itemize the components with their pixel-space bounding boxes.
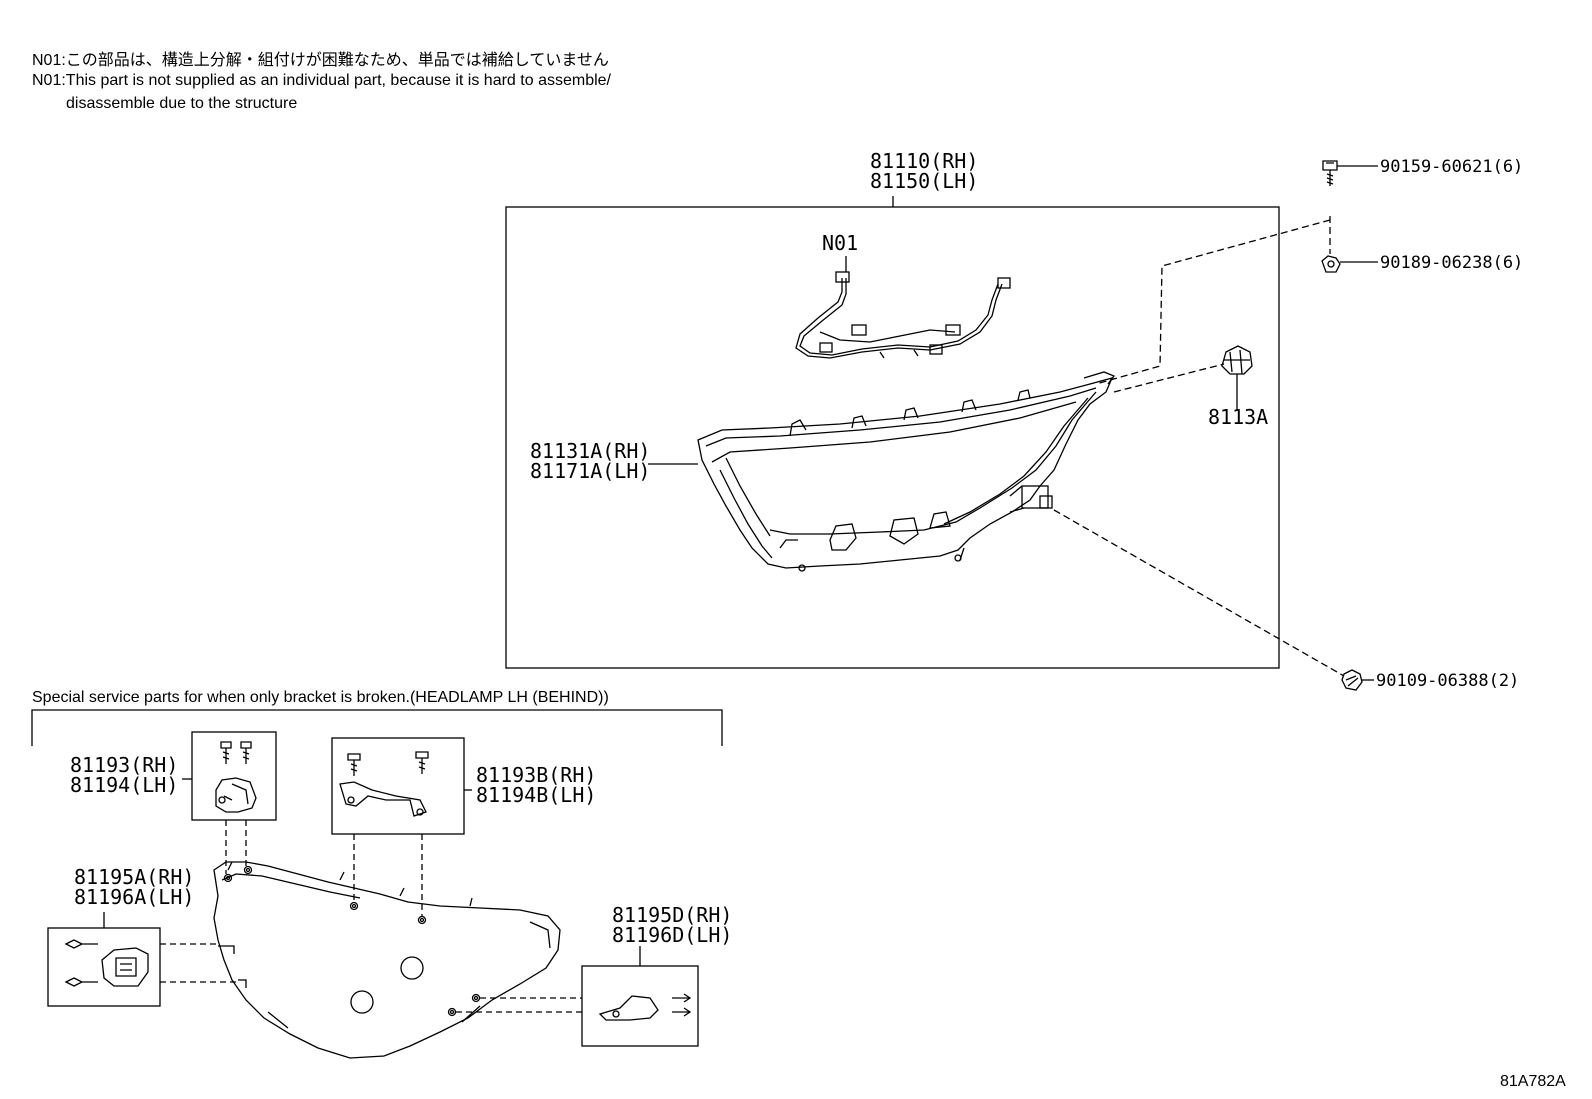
screw-label: 90109-06388(2) [1376, 671, 1519, 691]
bolt-drawing [1322, 160, 1378, 186]
harness-label: N01 [822, 231, 858, 255]
special-service-title: Special service parts for when only brac… [32, 689, 609, 706]
wire-harness-drawing [795, 271, 1011, 359]
bracket-4-rh: 81195D(RH) [612, 903, 732, 927]
assembly-label-lh: 81150(LH) [870, 169, 978, 193]
bracket-4-box [581, 965, 699, 1047]
headlamp-housing-drawing [697, 371, 1116, 572]
bracket-1-lh: 81194(LH) [70, 773, 178, 797]
diagram-id: 81A782A [1500, 1073, 1566, 1090]
bracket-2-box [331, 737, 465, 835]
bracket-3-lh: 81196A(LH) [74, 885, 194, 909]
nut-drawing [1321, 255, 1378, 273]
bracket-3-box [47, 927, 161, 1007]
housing-label-lh: 81171A(LH) [530, 459, 650, 483]
assembly-label-rh: 81110(RH) [870, 149, 978, 173]
bolt-label: 90159-60621(6) [1380, 157, 1523, 177]
bracket-2-rh: 81193B(RH) [476, 763, 596, 787]
bracket-1-rh: 81193(RH) [70, 753, 178, 777]
screw-drawing [1341, 669, 1374, 691]
bracket-4-lh: 81196D(LH) [612, 923, 732, 947]
leader-lines [1053, 216, 1345, 677]
socket-drawing [1221, 345, 1253, 410]
note-jp: N01:この部品は、構造上分解・組付けが困難なため、単品では補給していません [32, 52, 609, 69]
socket-label: 8113A [1208, 405, 1268, 429]
bracket-2-lh: 81194B(LH) [476, 783, 596, 807]
note-en-line2: disassemble due to the structure [66, 95, 298, 112]
bracket-3-rh: 81195A(RH) [74, 865, 194, 889]
note-en-line1: N01:This part is not supplied as an indi… [32, 72, 611, 89]
assembly-frame [505, 206, 1280, 669]
bracket-1-box [191, 731, 277, 821]
nut-label: 90189-06238(6) [1380, 253, 1523, 273]
housing-label-rh: 81131A(RH) [530, 439, 650, 463]
